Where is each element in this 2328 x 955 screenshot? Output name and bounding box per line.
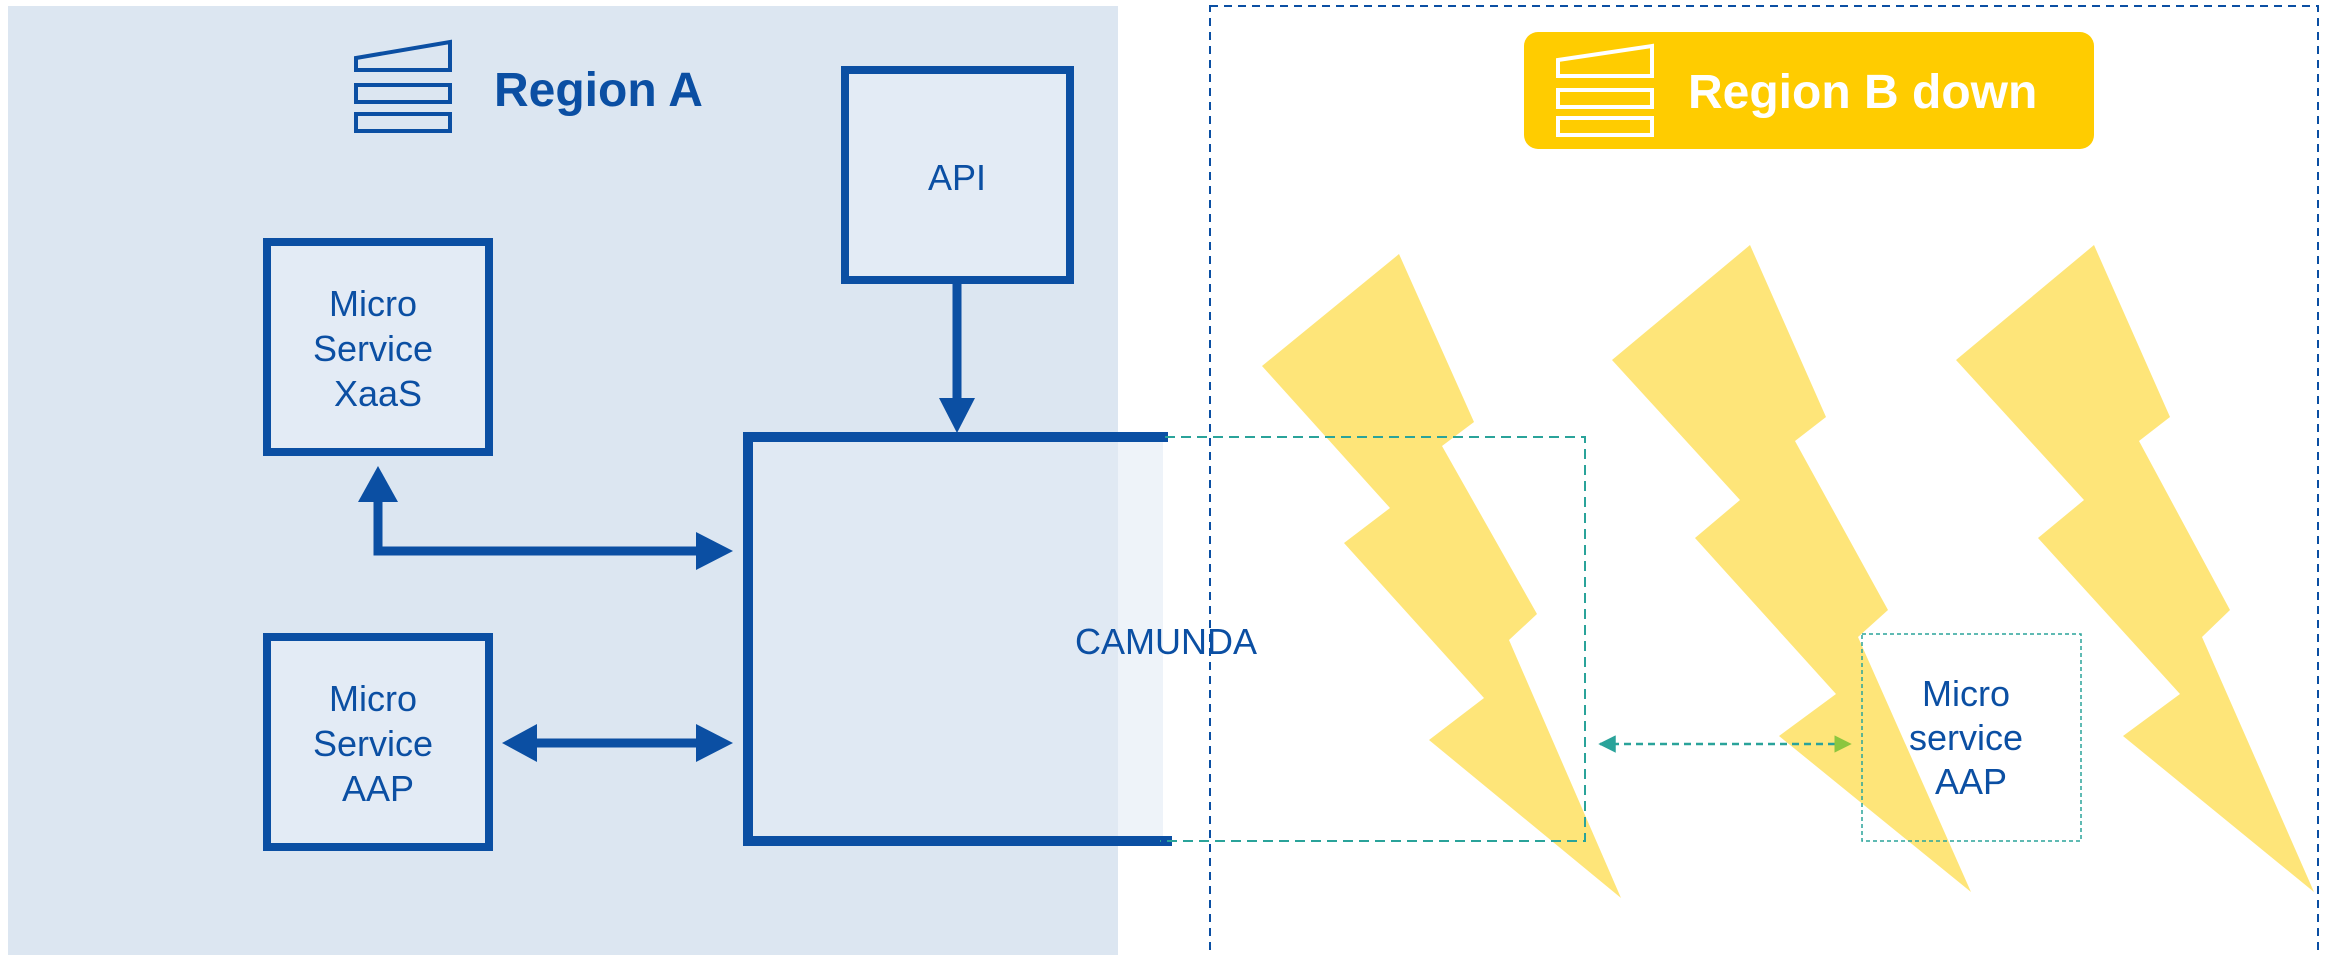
camunda-container [743,432,1586,846]
region-b-status-badge [1524,32,2094,149]
server-stack-icon [354,39,452,133]
region-a-title: Region A [494,64,703,117]
xaas-camunda-connector [358,466,733,570]
lightning-bolt-icon [1956,245,2314,892]
micro-service-xaas-box [263,238,493,456]
micro-service-aap-a-box [263,633,493,851]
aap-camunda-connector [502,724,733,762]
lightning-bolt-icon [1262,254,1621,898]
micro-service-aap-b-box [1861,633,2082,842]
micro-service-aap-a-label: Micro Service AAP [313,678,443,809]
region-b-panel [1209,5,2319,955]
region-b-title: Region B down [1688,66,2037,119]
api-to-camunda-arrow [939,284,975,433]
micro-service-xaas-label: Micro Service XaaS [313,283,443,414]
api-label: API [928,157,986,198]
lightning-bolt-icon [1612,245,1971,892]
api-box [841,66,1074,284]
server-stack-icon [1556,43,1654,137]
camunda-label: CAMUNDA [1075,621,1257,662]
micro-service-aap-b-label: Micro service AAP [1909,673,2033,802]
